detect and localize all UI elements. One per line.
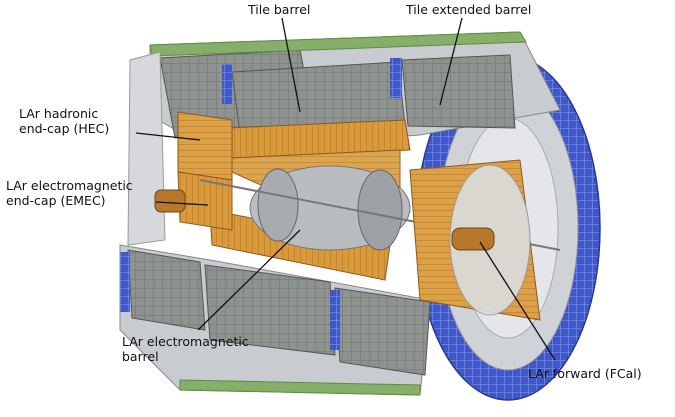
leader-em-barrel [197,229,301,331]
inner-detector [199,165,561,251]
leader-fcal [479,241,556,361]
leader-lines [135,17,556,361]
leader-tile-extended-barrel [439,17,463,106]
lar-hec-left [177,111,233,231]
leader-hec [135,132,201,141]
label-em-barrel: LAr electromagnetic barrel [122,334,249,364]
label-em-barrel-line1: LAr electromagnetic [122,334,249,349]
label-tile-barrel: Tile barrel [248,2,311,17]
leader-emec [155,201,209,206]
label-tile-extended-barrel: Tile extended barrel [406,2,532,17]
label-hec-line1: LAr hadronic [19,106,99,121]
tile-barrel-bottom [119,244,431,396]
label-emec-line1: LAr electromagnetic [6,178,133,193]
left-face [127,51,186,246]
label-hec-line2: end-cap (HEC) [19,121,110,136]
lar-endcap-right [409,159,541,321]
label-emec-line2: end-cap (EMEC) [6,193,106,208]
label-fcal: LAr forward (FCal) [528,366,642,381]
label-em-barrel-line2: barrel [122,349,159,364]
label-hec: LAr hadronic end-cap (HEC) [19,106,109,136]
leader-tile-barrel [281,17,301,113]
label-emec: LAr electromagnetic end-cap (EMEC) [6,178,133,208]
